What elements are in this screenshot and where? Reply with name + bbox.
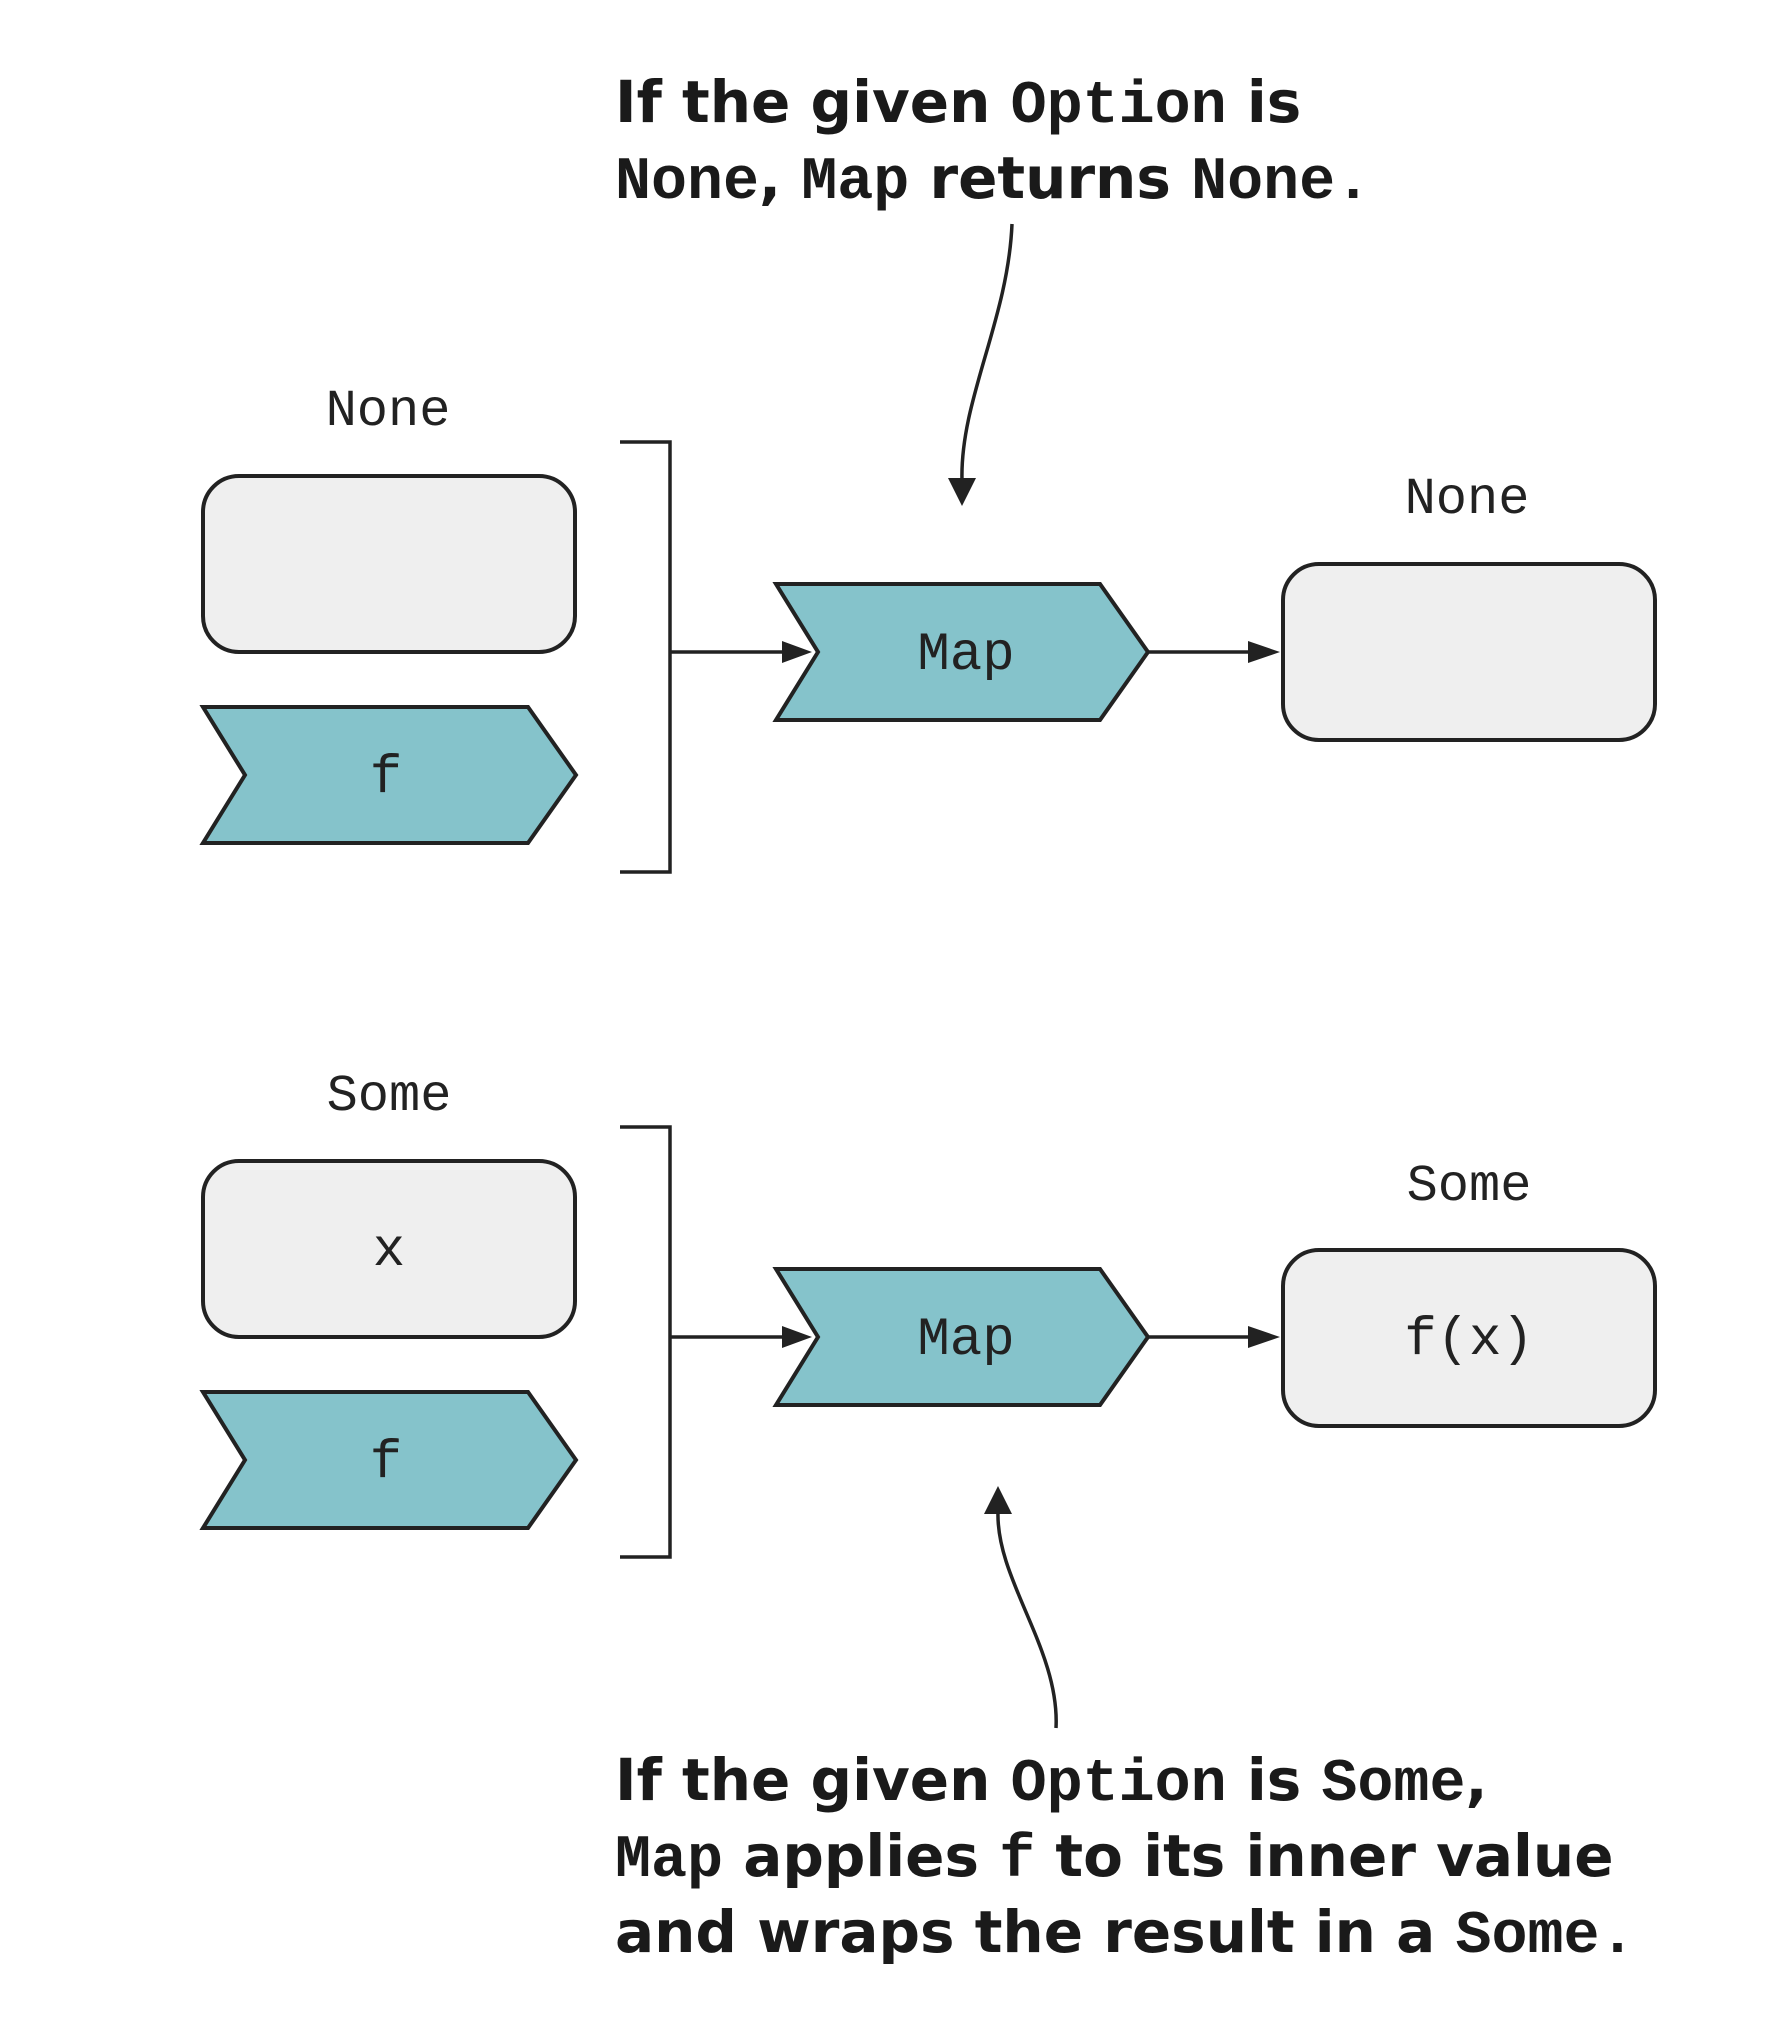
annotation-segment: returns — [909, 144, 1191, 212]
annotation-bottom-pointer-head — [984, 1486, 1012, 1514]
top-map-chevron — [772, 582, 1151, 722]
annotation-bottom-line-1: If the given Option is Some, — [615, 1746, 1488, 1819]
annotation-segment: is — [1227, 1746, 1322, 1814]
bottom-input-box — [201, 1159, 577, 1339]
bottom-function-chevron — [199, 1390, 579, 1530]
annotation-top-pointer-head — [948, 478, 976, 506]
bottom-output-box — [1281, 1248, 1657, 1428]
annotation-segment: Map — [615, 1827, 723, 1895]
annotation-segment: Option — [1011, 1751, 1227, 1819]
top-input-box — [201, 474, 577, 654]
annotation-segment: If the given — [615, 1746, 1011, 1814]
top-input-label: None — [326, 382, 451, 441]
bottom-output-label: Some — [1407, 1157, 1532, 1216]
top-bracket — [620, 440, 672, 874]
annotation-segment: , — [1465, 1746, 1487, 1814]
top-map-label: Map — [917, 625, 1014, 686]
bottom-input-arrowhead — [782, 1326, 812, 1348]
annotation-segment: None. — [1191, 149, 1371, 217]
annotation-top-line-1: If the given Option is — [615, 68, 1301, 141]
bottom-output-content: f(x) — [1404, 1310, 1534, 1371]
annotation-bottom-pointer — [996, 1511, 1058, 1729]
annotation-bottom-line-3: and wraps the result in a Some. — [615, 1898, 1636, 1971]
annotation-top-pointer — [960, 223, 1014, 481]
top-function-chevron — [199, 705, 579, 845]
top-output-label: None — [1405, 470, 1530, 529]
annotation-segment: applies — [723, 1822, 999, 1890]
annotation-segment: If the given — [615, 68, 1011, 136]
annotation-segment: Some — [1321, 1751, 1465, 1819]
bottom-input-content: x — [373, 1221, 405, 1282]
annotation-segment: None — [615, 149, 759, 217]
top-output-box — [1281, 562, 1657, 742]
annotation-segment: f — [999, 1827, 1035, 1895]
annotation-top-line-2: None, Map returns None. — [615, 144, 1371, 217]
top-function-label: f — [370, 748, 402, 809]
top-input-arrowhead — [782, 641, 812, 663]
annotation-bottom-line-2: Map applies f to its inner value — [615, 1822, 1614, 1895]
bottom-map-label: Map — [917, 1310, 1014, 1371]
bottom-bracket — [620, 1125, 672, 1559]
annotation-segment: , — [759, 144, 801, 212]
bottom-function-label: f — [370, 1433, 402, 1494]
bottom-input-label: Some — [327, 1067, 452, 1126]
bottom-map-chevron — [772, 1267, 1151, 1407]
annotation-segment: and wraps the result in a — [615, 1898, 1456, 1966]
annotation-segment: Some. — [1456, 1903, 1636, 1971]
annotation-segment: Map — [801, 149, 909, 217]
annotation-segment: to its inner value — [1035, 1822, 1613, 1890]
top-output-arrowhead — [1248, 641, 1280, 663]
annotation-segment: is — [1227, 68, 1302, 136]
annotation-segment: Option — [1011, 73, 1227, 141]
bottom-output-arrowhead — [1248, 1326, 1280, 1348]
